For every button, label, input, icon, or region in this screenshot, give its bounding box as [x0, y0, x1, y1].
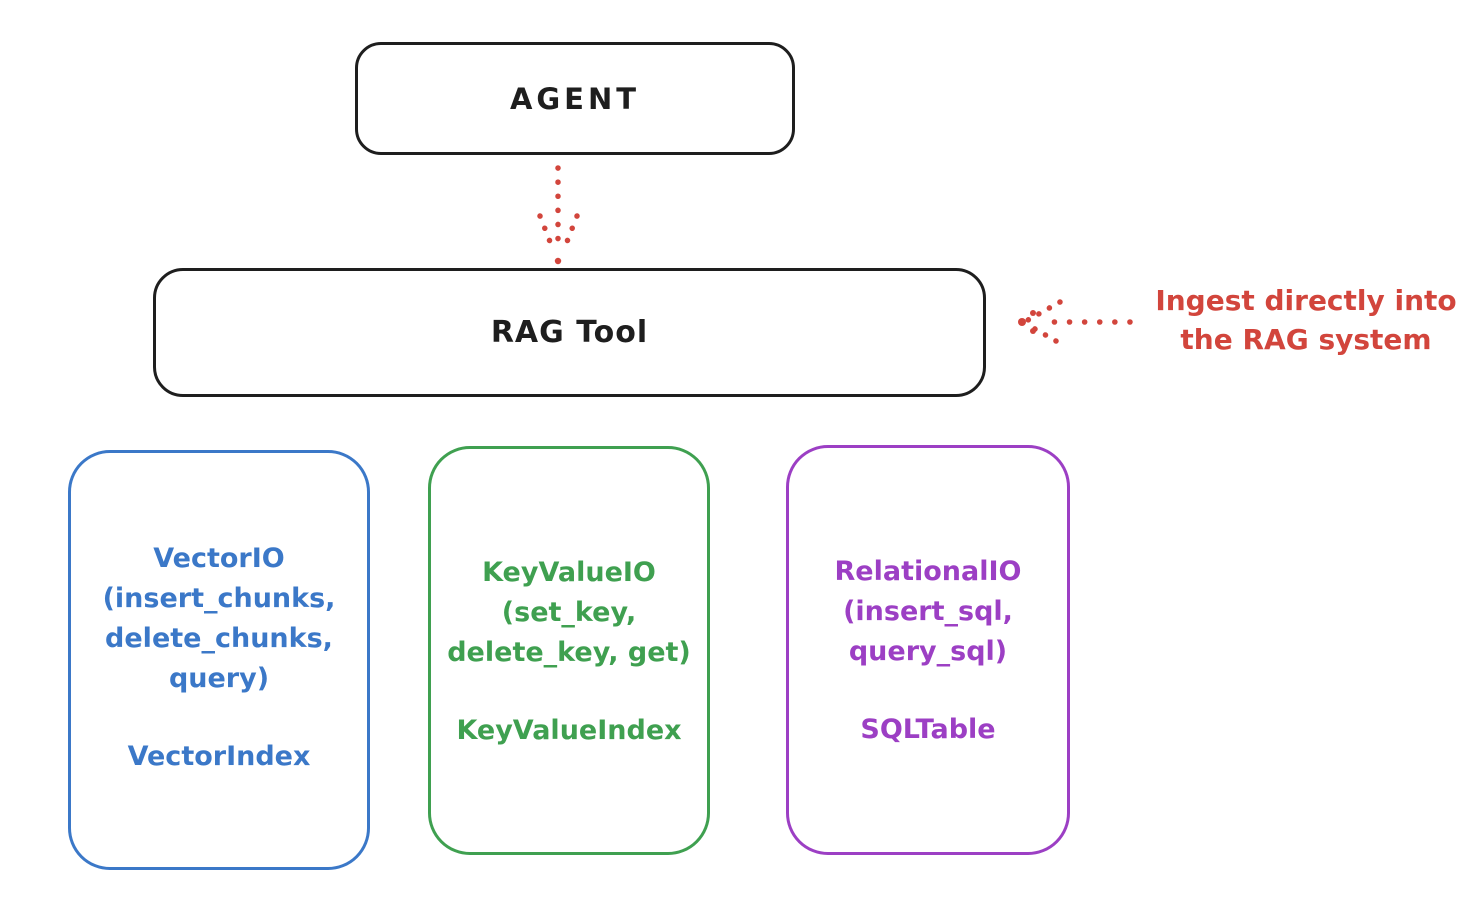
relational-io-param: query_sql) — [848, 636, 1008, 667]
annotation-line-2: the RAG system — [1180, 323, 1432, 356]
agent-node: AGENT — [355, 42, 795, 155]
keyvalue-io-title: KeyValueIO — [482, 557, 656, 588]
sql-table-label: SQLTable — [860, 714, 996, 745]
keyvalue-io-card: KeyValueIO (set_key, delete_key, get) Ke… — [428, 446, 710, 855]
vector-io-title: VectorIO — [153, 543, 285, 574]
relational-io-title: RelationalIO — [834, 556, 1022, 587]
keyvalue-index-label: KeyValueIndex — [456, 715, 682, 746]
vector-io-card: VectorIO (insert_chunks, delete_chunks, … — [68, 450, 370, 870]
relational-io-param: (insert_sql, — [843, 596, 1013, 627]
keyvalue-io-param: (set_key, — [501, 597, 637, 628]
vector-io-param: delete_chunks, — [105, 623, 333, 654]
annotation-to-rag-arrow — [1018, 299, 1133, 344]
annotation-line-1: Ingest directly into — [1155, 284, 1457, 317]
rag-tool-node: RAG Tool — [153, 268, 986, 397]
agent-to-rag-arrow — [537, 165, 580, 265]
vector-io-param: query) — [168, 663, 270, 694]
annotation-text: Ingest directly into the RAG system — [1136, 281, 1476, 359]
rag-tool-node-label: RAG Tool — [490, 315, 649, 350]
vector-index-label: VectorIndex — [127, 741, 311, 772]
keyvalue-io-param: delete_key, get) — [447, 637, 691, 668]
vector-io-param: (insert_chunks, — [102, 583, 336, 614]
agent-node-label: AGENT — [509, 81, 641, 116]
relational-io-card: RelationalIO (insert_sql, query_sql) SQL… — [786, 445, 1070, 855]
